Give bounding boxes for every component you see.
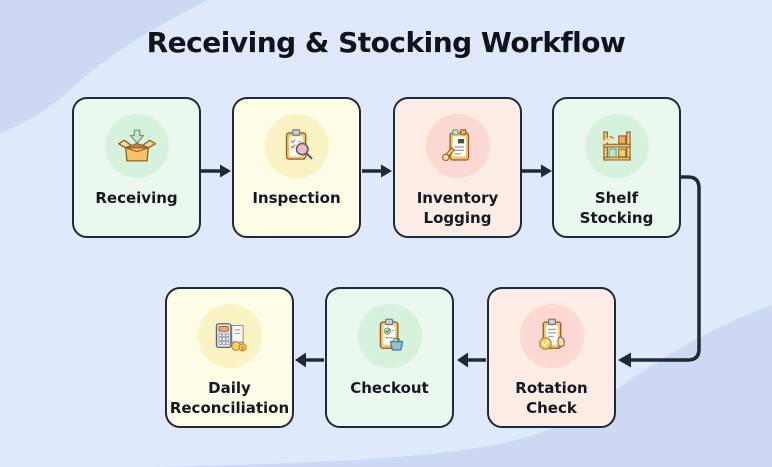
connector-shelf-to-rotation xyxy=(618,175,701,368)
icon-circle xyxy=(584,114,649,178)
calculator-coins-icon: $ xyxy=(215,323,247,352)
svg-text:$: $ xyxy=(241,346,244,352)
arrow-inventory-to-shelf xyxy=(522,164,552,178)
icon-circle xyxy=(104,114,169,178)
node-checkout: Checkout xyxy=(325,287,454,428)
node-label: Receiving xyxy=(95,189,178,207)
node-daily-reconciliation: $ Daily Reconciliation xyxy=(165,287,294,428)
icon-circle xyxy=(357,304,422,368)
clipboard-basket-icon xyxy=(379,318,403,351)
clipboard-rotation-check-icon xyxy=(538,318,565,350)
clipboard-magnifier-icon xyxy=(285,129,313,160)
node-label: Shelf Stocking xyxy=(579,189,654,227)
node-label: Inspection xyxy=(252,189,341,207)
node-inspection: Inspection xyxy=(232,97,361,238)
node-label: Checkout xyxy=(350,379,429,397)
node-shelf-stocking: Shelf Stocking xyxy=(552,97,681,238)
ledger-writing-icon xyxy=(441,129,469,162)
icon-circle xyxy=(264,114,329,178)
node-label: Rotation Check xyxy=(515,379,588,417)
node-inventory-logging: Inventory Logging xyxy=(393,97,522,238)
icon-circle xyxy=(519,304,584,368)
arrow-inspection-to-inventory xyxy=(362,164,392,178)
arrow-receiving-to-inspection xyxy=(201,164,231,178)
icon-circle: $ xyxy=(197,304,262,368)
node-label: Inventory Logging xyxy=(416,189,499,227)
arrow-checkout-to-reconciliation xyxy=(295,352,324,368)
open-box-receive-icon xyxy=(117,129,156,162)
node-receiving: Receiving xyxy=(72,97,201,238)
node-label: Daily Reconciliation xyxy=(169,379,290,417)
shelf-boxes-icon xyxy=(599,131,631,161)
icon-circle xyxy=(425,114,490,178)
node-rotation-check: Rotation Check xyxy=(487,287,616,428)
arrow-rotation-to-checkout xyxy=(457,352,486,368)
page-title: Receiving & Stocking Workflow xyxy=(146,26,626,59)
